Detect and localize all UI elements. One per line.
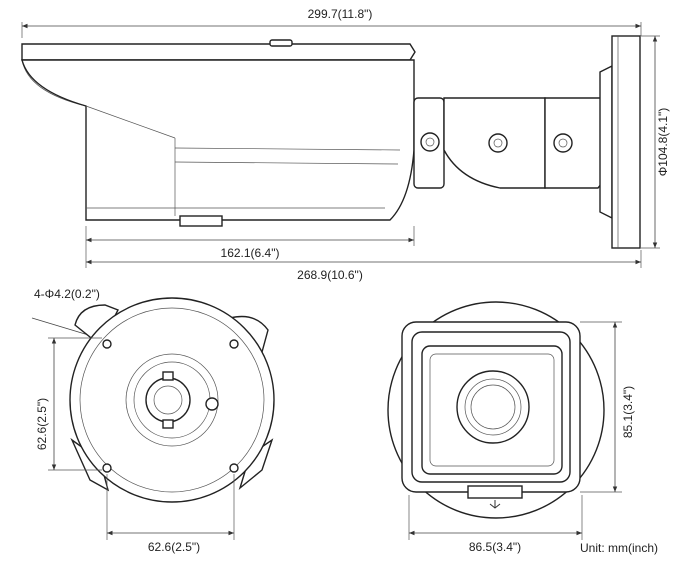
dim-overall-length: 299.7(11.8") xyxy=(308,7,373,21)
side-view: 299.7(11.8") Φ104.8(4.1") xyxy=(21,7,670,282)
unit-note: Unit: mm(inch) xyxy=(580,541,658,555)
dim-front-width: 86.5(3.4") xyxy=(469,540,521,554)
dim-housing-length: 268.9(10.6") xyxy=(297,268,363,282)
dim-front-height: 85.1(3.4") xyxy=(621,386,635,438)
dim-body-length: 162.1(6.4") xyxy=(221,246,280,260)
dim-hole-spec: 4-Φ4.2(0.2") xyxy=(34,287,100,301)
mount-view: 4-Φ4.2(0.2") 62.6(2.5") 62.6(2.5") xyxy=(31,287,275,554)
dim-hole-spacing-horizontal: 62.6(2.5") xyxy=(148,540,200,554)
dim-hole-spacing-vertical: 62.6(2.5") xyxy=(35,398,49,450)
front-view: 85.1(3.4") 86.5(3.4") xyxy=(387,301,635,554)
dim-mount-diameter: Φ104.8(4.1") xyxy=(656,108,670,177)
